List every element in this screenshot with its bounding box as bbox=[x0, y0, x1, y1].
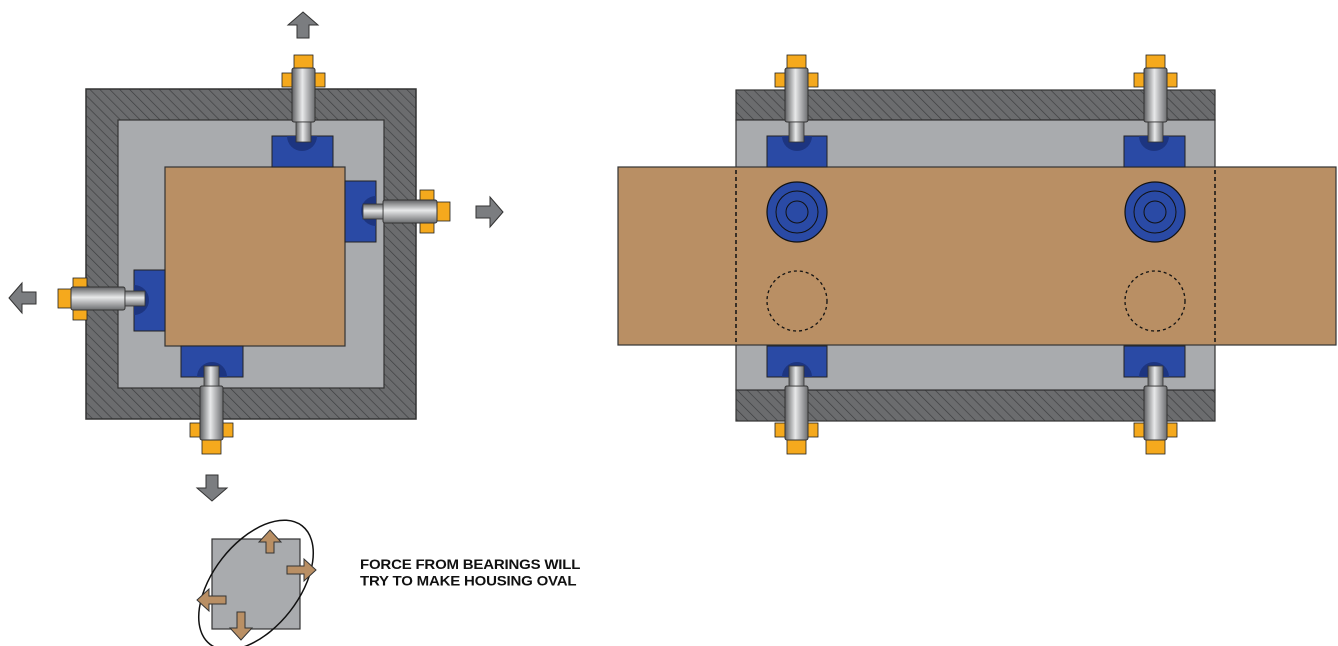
bolt-icon bbox=[1133, 365, 1178, 455]
bolt-icon bbox=[1133, 54, 1178, 143]
cross-section-view bbox=[8, 11, 504, 502]
arrow-left-icon bbox=[196, 587, 227, 613]
oval-deformation-illustration bbox=[196, 519, 317, 646]
arrow-down-icon bbox=[195, 474, 229, 502]
bolt-icon bbox=[281, 54, 326, 143]
bolt-icon bbox=[57, 277, 146, 321]
side-view bbox=[617, 54, 1337, 455]
arrow-up-icon bbox=[257, 529, 283, 554]
bearing-icon bbox=[766, 181, 828, 243]
arrow-left-icon bbox=[8, 281, 37, 315]
caption-line-2: TRY TO MAKE HOUSING OVAL bbox=[360, 573, 577, 590]
hidden-bearing-outline bbox=[766, 270, 828, 332]
arrow-down-icon bbox=[228, 611, 254, 641]
oval-outline bbox=[197, 519, 315, 646]
caption-text: FORCE FROM BEARINGS WILL TRY TO MAKE HOU… bbox=[360, 557, 680, 589]
caption-line-1: FORCE FROM BEARINGS WILL bbox=[360, 556, 581, 573]
housing-wall-top bbox=[735, 89, 1216, 121]
shaft-bar bbox=[617, 166, 1337, 346]
hidden-bearing-outline bbox=[1124, 270, 1186, 332]
bolt-icon bbox=[362, 189, 451, 234]
arrow-right-icon bbox=[475, 195, 504, 229]
bolt-icon bbox=[774, 365, 819, 455]
bolt-icon bbox=[189, 365, 234, 455]
shaft-block bbox=[164, 166, 346, 347]
arrow-up-icon bbox=[286, 11, 320, 39]
bearing-icon bbox=[1124, 181, 1186, 243]
arrow-right-icon bbox=[286, 557, 317, 583]
bolt-icon bbox=[774, 54, 819, 143]
